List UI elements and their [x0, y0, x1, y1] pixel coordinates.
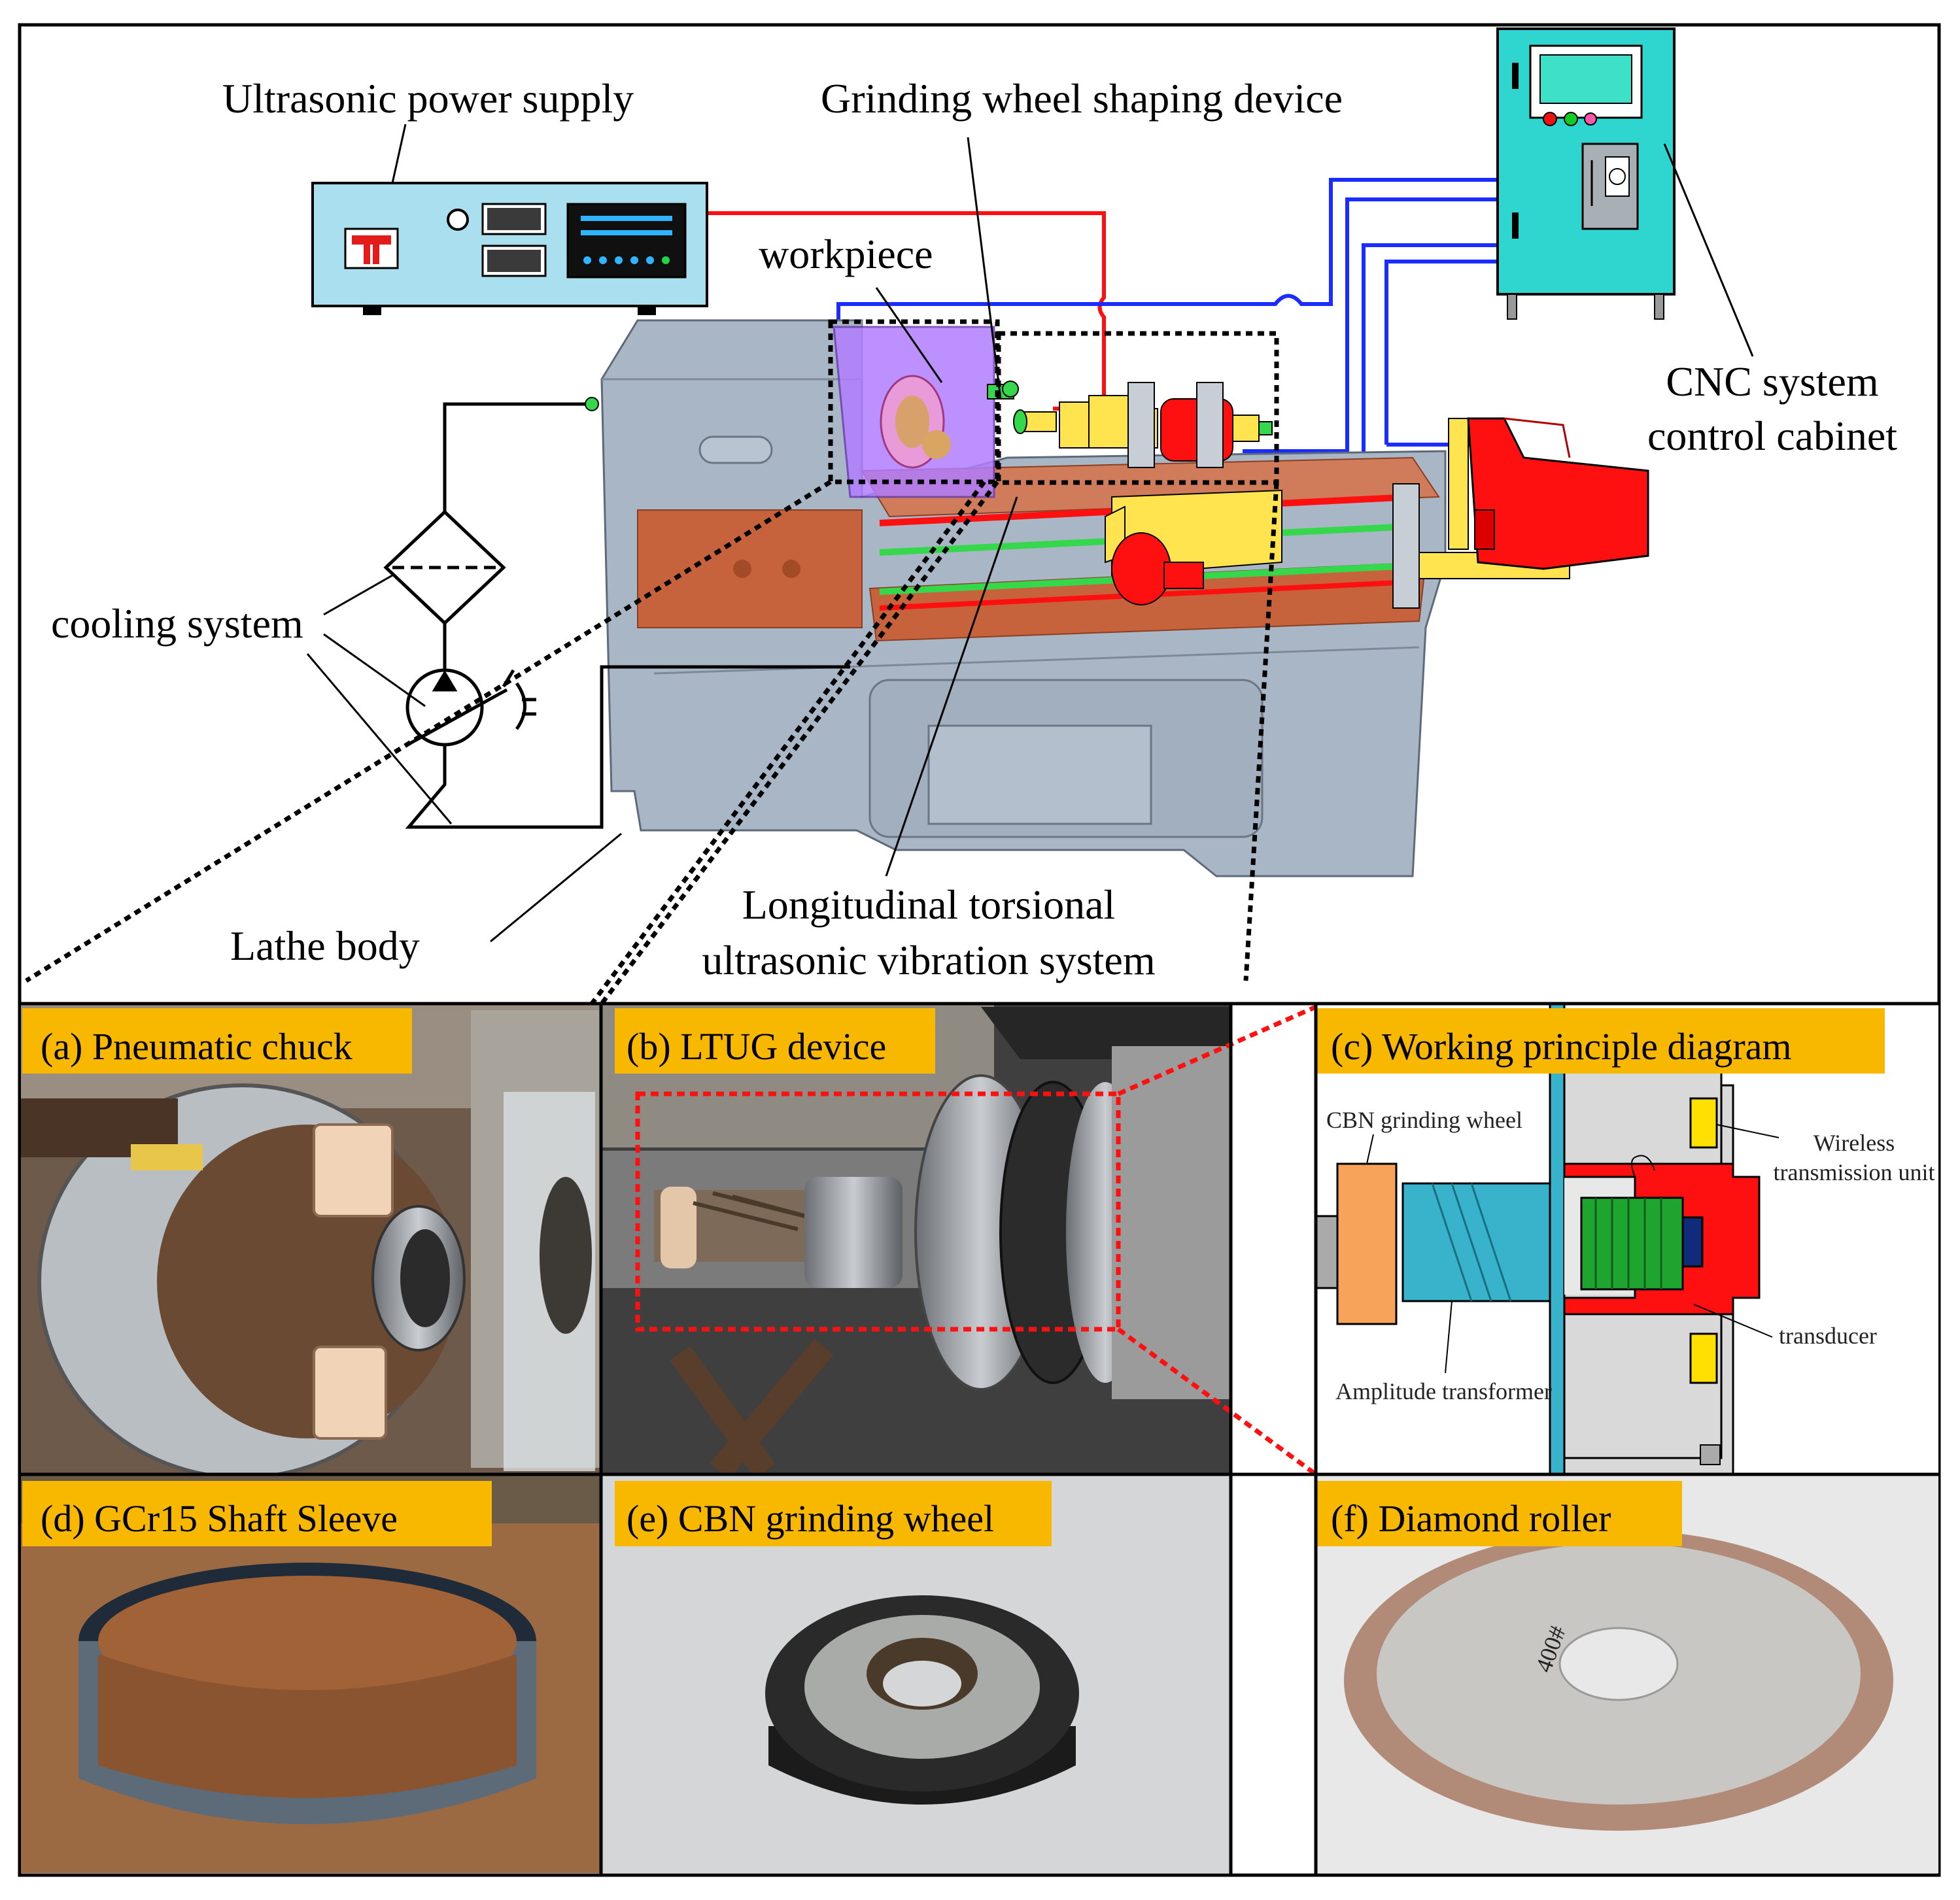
- tag-d: (d) GCr15 Shaft Sleeve: [41, 1497, 398, 1540]
- tag-e: (e) CBN grinding wheel: [627, 1497, 994, 1540]
- label-ultrasonic-power-supply: Ultrasonic power supply: [222, 75, 634, 122]
- label-amplitude: Amplitude transformer: [1335, 1378, 1552, 1404]
- tag-c-bg: [1316, 1008, 1885, 1074]
- label-wireless-2: transmission unit: [1773, 1159, 1934, 1185]
- tag-a-bg: [22, 1008, 412, 1074]
- wires: [706, 178, 1498, 621]
- tag-b: (b) LTUG device: [627, 1025, 886, 1068]
- ultrasonic-power-supply: [311, 182, 708, 315]
- outer-frame: [18, 23, 1941, 1877]
- label-lathe-body: Lathe body: [230, 923, 420, 969]
- panel-grid: (a) Pneumatic chuck (b) LTUG device: [21, 1002, 1938, 1875]
- cooling-system-symbol: [383, 397, 850, 829]
- carriage: [879, 417, 1649, 611]
- schematic: Ultrasonic power supply Grinding wheel s…: [25, 27, 1897, 1006]
- tag-b-bg: [615, 1008, 935, 1074]
- label-ltus-line1: Longitudinal torsional: [742, 881, 1116, 928]
- panel-c-working-principle: CBN grinding wheel Wireless transmission…: [1315, 1002, 1938, 1476]
- chuck-housing: [833, 326, 995, 498]
- label-cnc-line1: CNC system: [1666, 358, 1878, 405]
- tag-f: (f) Diamond roller: [1331, 1497, 1611, 1540]
- cnc-control-cabinet: [1496, 27, 1676, 320]
- label-ltus-line2: ultrasonic vibration system: [702, 937, 1155, 983]
- dotted-callouts: [25, 319, 1279, 1006]
- spindle-assembly: [987, 381, 1273, 468]
- zoom-lines: [1116, 1004, 1318, 1476]
- label-grinding-wheel-shaping-device: Grinding wheel shaping device: [821, 75, 1343, 122]
- label-workpiece: workpiece: [759, 231, 933, 277]
- tag-c: (c) Working principle diagram: [1331, 1025, 1792, 1068]
- label-cooling-system: cooling system: [51, 600, 303, 647]
- panel-d-shaft-sleeve: (d) GCr15 Shaft Sleeve: [21, 1474, 600, 1873]
- label-transducer: transducer: [1779, 1323, 1877, 1349]
- panel-a-pneumatic-chuck: (a) Pneumatic chuck: [21, 1004, 602, 1480]
- label-cnc-line2: control cabinet: [1647, 413, 1897, 459]
- tag-d-bg: [22, 1481, 492, 1546]
- label-cbn-wheel: CBN grinding wheel: [1326, 1107, 1522, 1133]
- tag-e-bg: [615, 1481, 1052, 1546]
- grid-lines: [21, 1002, 1938, 1875]
- panel-e-cbn-wheel: (e) CBN grinding wheel: [602, 1474, 1231, 1873]
- label-wireless-1: Wireless: [1814, 1130, 1895, 1156]
- tag-a: (a) Pneumatic chuck: [41, 1025, 352, 1068]
- panel-f-diamond-roller: 400# (f) Diamond roller: [1316, 1474, 1938, 1873]
- tag-f-bg: [1316, 1481, 1682, 1546]
- panel-b-ltug-device: (b) LTUG device: [602, 1004, 1231, 1480]
- lathe-body: [600, 319, 1447, 877]
